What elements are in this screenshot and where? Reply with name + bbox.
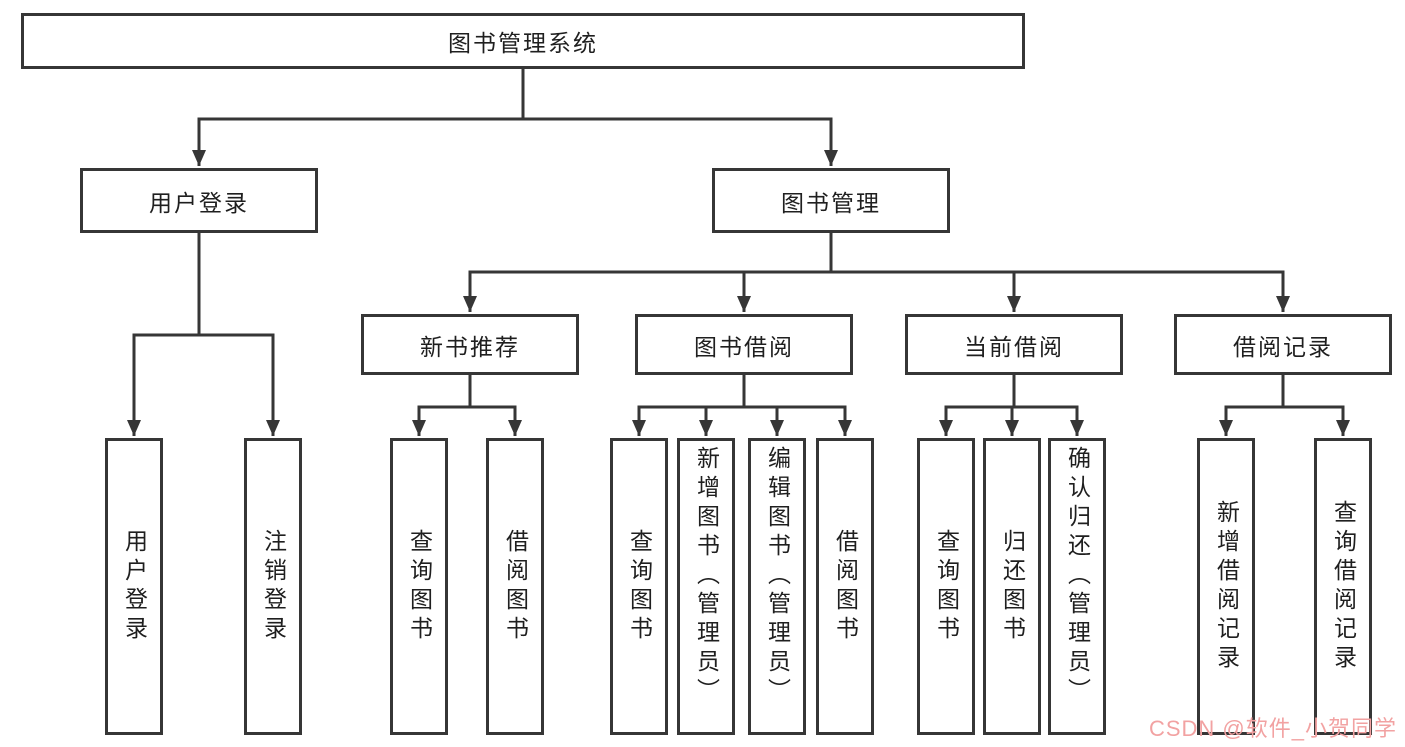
node-add-books-admin: 新增图书（管理员） — [677, 438, 735, 735]
node-label: 查询图书 — [933, 528, 960, 645]
node-logout-leaf: 注销登录 — [244, 438, 302, 735]
node-query-books-recommend: 查询图书 — [390, 438, 448, 735]
node-current-borrowing: 当前借阅 — [905, 314, 1123, 375]
node-new-book-recommendation: 新书推荐 — [361, 314, 579, 375]
node-label: 查询借阅记录 — [1330, 499, 1357, 674]
node-label: 借阅图书 — [502, 528, 529, 645]
connector-borrowing-records-children — [1219, 375, 1350, 436]
node-book-borrowing: 图书借阅 — [635, 314, 853, 375]
node-confirm-return-admin: 确认归还（管理员） — [1048, 438, 1106, 735]
connector-new-book-recommendation-children — [412, 375, 522, 436]
node-label: 新书推荐 — [420, 333, 520, 360]
node-label: 注销登录 — [260, 528, 287, 645]
node-library-management-system: 图书管理系统 — [21, 13, 1025, 69]
node-label: 查询图书 — [406, 528, 433, 645]
node-label: 用户登录 — [149, 189, 249, 216]
node-book-management: 图书管理 — [712, 168, 950, 233]
node-label: 借阅记录 — [1233, 333, 1333, 360]
connector-user-login-children — [127, 233, 280, 436]
connector-current-borrowing-children — [939, 375, 1084, 436]
node-label: 借阅图书 — [832, 528, 859, 645]
connector-root-to-level2 — [192, 68, 838, 166]
node-borrowing-records: 借阅记录 — [1174, 314, 1392, 375]
node-user-login: 用户登录 — [80, 168, 318, 233]
connector-book-borrowing-children — [632, 375, 852, 436]
node-edit-books-admin: 编辑图书（管理员） — [748, 438, 806, 735]
node-label: 新增借阅记录 — [1213, 499, 1240, 674]
node-label: 归还图书 — [999, 528, 1026, 645]
node-label: 编辑图书（管理员） — [764, 446, 791, 707]
node-label: 当前借阅 — [964, 333, 1064, 360]
watermark: CSDN @软件_小贺同学 — [1148, 716, 1397, 741]
node-label: 图书管理系统 — [448, 30, 598, 56]
node-query-books-borrowing: 查询图书 — [610, 438, 668, 735]
node-query-borrow-record: 查询借阅记录 — [1314, 438, 1372, 735]
node-return-books: 归还图书 — [983, 438, 1041, 735]
node-label: 新增图书（管理员） — [693, 446, 720, 707]
node-label: 查询图书 — [626, 528, 653, 645]
node-query-books-current: 查询图书 — [917, 438, 975, 735]
node-user-login-leaf: 用户登录 — [105, 438, 163, 735]
connector-book-management-groups — [463, 233, 1290, 312]
node-label: 图书借阅 — [694, 333, 794, 360]
node-borrow-books: 借阅图书 — [816, 438, 874, 735]
node-borrow-books-recommend: 借阅图书 — [486, 438, 544, 735]
node-label: 确认归还（管理员） — [1064, 446, 1091, 707]
node-label: 图书管理 — [781, 189, 881, 216]
node-add-borrow-record: 新增借阅记录 — [1197, 438, 1255, 735]
node-label: 用户登录 — [121, 528, 148, 645]
